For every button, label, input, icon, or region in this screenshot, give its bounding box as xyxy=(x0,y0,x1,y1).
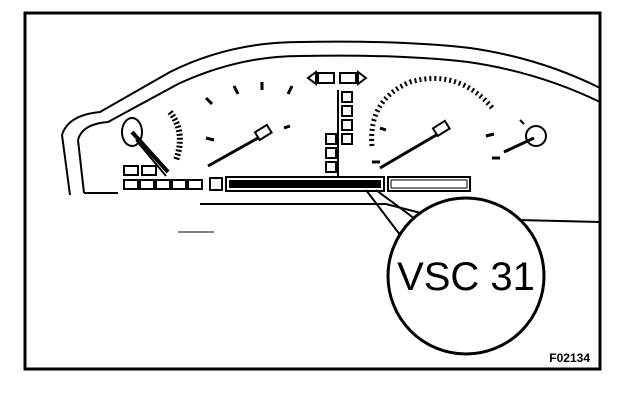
fuel-gauge xyxy=(121,110,183,177)
callout-circle xyxy=(386,196,546,356)
right-gauge xyxy=(503,119,547,154)
tachometer xyxy=(369,76,500,170)
cluster-hood xyxy=(60,40,601,196)
figure-code: F02134 xyxy=(549,351,590,365)
callout-label: VSC 31 xyxy=(397,255,535,299)
warning-lights xyxy=(123,165,203,190)
speedometer xyxy=(204,82,294,168)
display-strip xyxy=(209,176,471,192)
indicator-panel xyxy=(306,70,368,176)
